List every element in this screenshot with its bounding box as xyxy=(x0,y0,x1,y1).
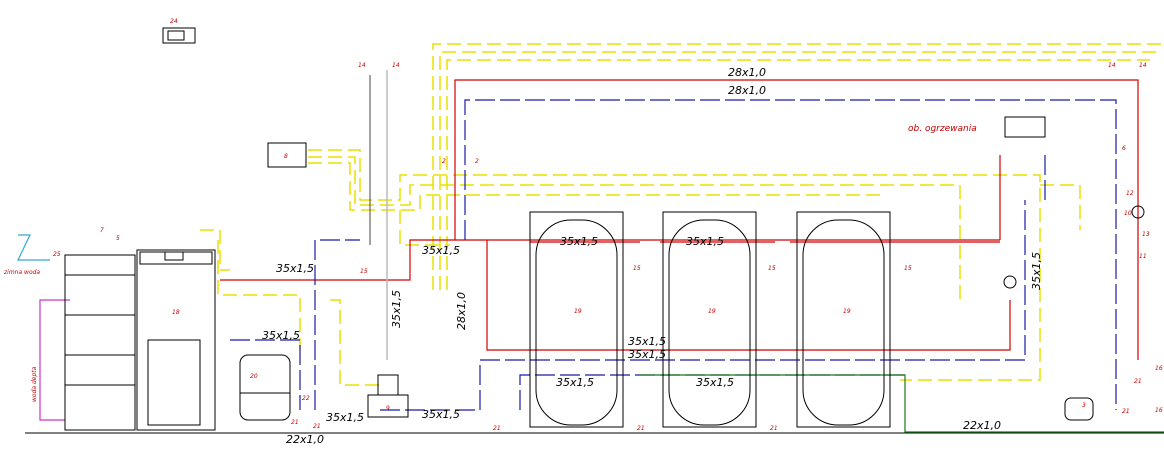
num-21f: 21 xyxy=(1122,408,1130,415)
pipe-label-vertical: 35x1,5 xyxy=(390,290,403,328)
num-7: 7 xyxy=(100,227,104,234)
num-19a: 19 xyxy=(574,308,582,315)
pipe-label-center: 35x1,5 xyxy=(422,244,460,257)
label-heating-circuit: ob. ogrzewania xyxy=(908,124,977,134)
controller-box xyxy=(267,142,307,168)
num-15a: 15 xyxy=(360,268,368,275)
buffer-tank-2 xyxy=(662,211,757,428)
num-5: 5 xyxy=(116,235,120,242)
pipe-label-mid2: 35x1,5 xyxy=(628,348,666,361)
expansion-vessel xyxy=(239,354,291,421)
num-14c: 14 xyxy=(1108,62,1116,69)
num-15d: 15 xyxy=(904,265,912,272)
num-21g: 21 xyxy=(1134,378,1142,385)
boiler-left xyxy=(64,254,136,431)
num-21e: 21 xyxy=(770,425,778,432)
num-14d: 14 xyxy=(1139,62,1147,69)
small-tank xyxy=(1064,397,1094,421)
num-19b: 19 xyxy=(708,308,716,315)
num-3: 3 xyxy=(1082,402,1086,409)
pump-left xyxy=(1003,275,1017,289)
pipe-label-28-top: 28x1,0 xyxy=(728,66,766,79)
label-hot-water: woda depta xyxy=(31,366,38,402)
boiler-main xyxy=(136,249,216,431)
hot-water-outlet xyxy=(39,299,70,421)
num-21a: 21 xyxy=(291,419,299,426)
num-22: 22 xyxy=(302,395,310,402)
pipe-label-28-top2: 28x1,0 xyxy=(728,84,766,97)
num-16a: 16 xyxy=(1155,365,1163,372)
pipe-label-bot1: 35x1,5 xyxy=(326,411,364,424)
num-6: 6 xyxy=(1122,145,1126,152)
pump-right xyxy=(1131,205,1145,219)
pipe-label-28-vertical: 28x1,0 xyxy=(455,292,468,330)
pipe-label-22-right: 22x1,0 xyxy=(963,419,1001,432)
radiator xyxy=(1004,116,1046,138)
thermostat-display xyxy=(167,30,185,41)
pipe-label-boiler: 35x1,5 xyxy=(276,262,314,275)
return-pipes xyxy=(230,99,1117,411)
pipe-label-low2: 35x1,5 xyxy=(696,376,734,389)
pipe-label-bot2: 35x1,5 xyxy=(422,408,460,421)
pipe-label-boiler2: 35x1,5 xyxy=(262,329,300,342)
num-19c: 19 xyxy=(843,308,851,315)
num-15b: 15 xyxy=(633,265,641,272)
num-2a: 2 xyxy=(442,158,446,165)
cold-water-inlet xyxy=(17,234,50,261)
num-21c: 21 xyxy=(493,425,501,432)
num-16b: 16 xyxy=(1155,407,1163,414)
num-12: 12 xyxy=(1126,190,1134,197)
pipe-label-low1: 35x1,5 xyxy=(556,376,594,389)
pipe-label-mid1: 35x1,5 xyxy=(628,335,666,348)
pipe-label-tank1: 35x1,5 xyxy=(560,235,598,248)
num-20: 20 xyxy=(250,373,258,380)
num-15c: 15 xyxy=(768,265,776,272)
pipe-label-22: 22x1,0 xyxy=(286,433,324,446)
num-14b: 14 xyxy=(392,62,400,69)
num-25: 25 xyxy=(53,251,61,258)
num-8: 8 xyxy=(284,153,288,160)
label-cold-water: zimna woda xyxy=(3,269,40,276)
num-10: 10 xyxy=(1124,210,1132,217)
num-13: 13 xyxy=(1142,231,1150,238)
control-wiring xyxy=(200,43,1164,386)
room-thermostat xyxy=(162,27,196,44)
num-21b: 21 xyxy=(313,423,321,430)
cold-water-line xyxy=(640,374,1164,433)
num-2b: 2 xyxy=(475,158,479,165)
num-9: 9 xyxy=(386,405,390,412)
num-14a: 14 xyxy=(358,62,366,69)
num-11: 11 xyxy=(1139,253,1147,260)
pipe-label-tank2: 35x1,5 xyxy=(686,235,724,248)
num-24: 24 xyxy=(170,18,178,25)
buffer-tank-1 xyxy=(529,211,624,428)
num-18: 18 xyxy=(172,309,180,316)
supply-pipes xyxy=(220,79,1139,360)
num-21d: 21 xyxy=(637,425,645,432)
pipe-label-right-vertical: 35x1,5 xyxy=(1030,252,1043,290)
buffer-tank-3 xyxy=(796,211,891,428)
